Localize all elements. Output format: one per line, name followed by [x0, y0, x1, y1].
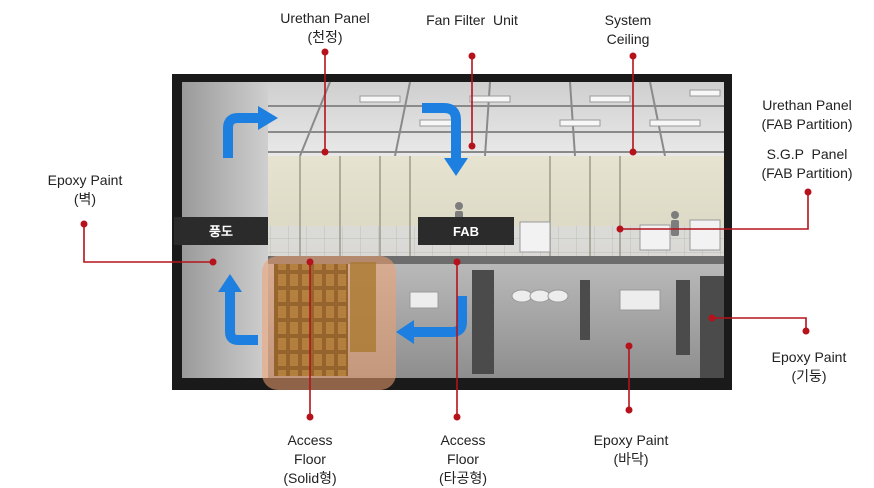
callout-epoxy-wall-line1: Epoxy Paint: [47, 172, 123, 188]
callout-access-floor-perforated: Access Floor (타공형): [439, 431, 487, 488]
callout-system-ceiling-line2: Ceiling: [606, 31, 650, 47]
callout-sgp-partition-line2: (FAB Partition): [761, 165, 853, 181]
callout-urethan-partition: Urethan Panel (FAB Partition): [761, 96, 852, 134]
callout-epoxy-floor-line2: (바닥): [613, 451, 649, 467]
callout-access-floor-solid-line2: Floor: [294, 451, 326, 467]
callout-access-floor-solid: Access Floor (Solid형): [283, 431, 336, 488]
callout-access-floor-solid-line3: (Solid형): [283, 470, 337, 486]
callout-sgp-partition: S.G.P Panel (FAB Partition): [761, 145, 852, 183]
fab-equipment: [519, 219, 721, 253]
leader-dot-icon: [80, 48, 812, 421]
callout-access-floor-perforated-line1: Access: [440, 432, 486, 448]
callout-urethan-ceiling-line1: Urethan Panel: [280, 10, 370, 26]
callout-epoxy-column: Epoxy Paint (기둥): [772, 348, 847, 386]
callout-ffu-line1: Fan Filter Unit: [426, 12, 518, 28]
sub-fab-pipes: [409, 289, 661, 311]
callout-ffu: Fan Filter Unit: [426, 11, 518, 30]
callout-epoxy-column-line2: (기둥): [791, 368, 827, 384]
callout-urethan-partition-line2: (FAB Partition): [761, 116, 853, 132]
callout-urethan-partition-line1: Urethan Panel: [762, 97, 852, 113]
callout-epoxy-floor: Epoxy Paint (바닥): [594, 431, 669, 469]
callout-urethan-ceiling: Urethan Panel (천정): [280, 9, 370, 47]
callout-epoxy-wall-line2: (벽): [73, 191, 97, 207]
callout-epoxy-floor-line1: Epoxy Paint: [593, 432, 669, 448]
sub-fab-columns: [472, 270, 724, 378]
duct-zone-tag: 풍도: [174, 217, 268, 245]
solid-floor-block: [350, 262, 376, 352]
leader-lines: [83, 52, 809, 417]
callout-access-floor-perforated-line3: (타공형): [439, 470, 487, 486]
callout-access-floor-solid-line1: Access: [287, 432, 333, 448]
duct-zone-tag-text: 풍도: [209, 224, 233, 239]
airflow-arrowheads: [218, 106, 468, 344]
callout-sgp-partition-line1: S.G.P Panel: [766, 146, 848, 162]
callout-epoxy-wall: Epoxy Paint (벽): [48, 171, 123, 209]
ceiling-grid: [268, 81, 724, 157]
solid-floor-tiles: [274, 264, 348, 376]
callout-urethan-ceiling-line2: (천정): [307, 29, 343, 45]
callout-access-floor-perforated-line2: Floor: [447, 451, 479, 467]
callout-epoxy-column-line1: Epoxy Paint: [771, 349, 847, 365]
callout-system-ceiling: System Ceiling: [605, 11, 652, 49]
access-floor-slab: [268, 256, 724, 264]
callout-system-ceiling-line1: System: [604, 12, 652, 28]
airflow-arrow-icon: [223, 103, 467, 345]
fab-zone-tag: FAB: [418, 217, 514, 245]
ceiling-plenum: [268, 82, 724, 156]
fab-zone-tag-text: FAB: [453, 224, 479, 239]
ceiling-light-rods: [359, 89, 721, 127]
